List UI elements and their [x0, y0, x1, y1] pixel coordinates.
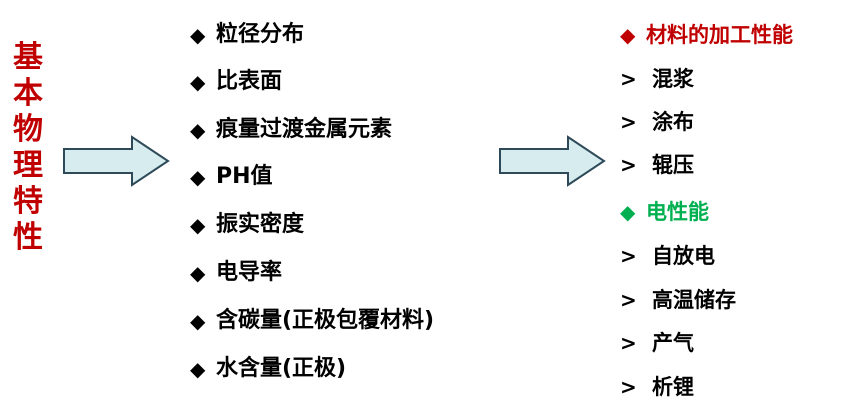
title-char: 理 — [13, 148, 43, 183]
title-char: 性 — [13, 220, 43, 255]
chevron-right-icon: > — [620, 288, 637, 312]
item-label: 产气 — [652, 331, 694, 355]
chevron-right-icon: > — [620, 375, 637, 399]
list-item: ◆ 比表面 — [190, 67, 282, 97]
title-char: 基 — [13, 40, 43, 75]
list-item: > 产气 — [620, 328, 694, 358]
diamond-icon: ◆ — [190, 213, 206, 237]
diamond-icon: ◆ — [190, 309, 206, 333]
diamond-icon: ◆ — [190, 70, 206, 94]
item-label: 自放电 — [652, 244, 715, 268]
list-item: ◆ PH值 — [190, 162, 273, 192]
property-label: 痕量过渡金属元素 — [216, 117, 393, 142]
chevron-right-icon: > — [620, 244, 637, 268]
diamond-icon: ◆ — [190, 118, 206, 142]
list-item: ◆ 含碳量(正极包覆材料) — [190, 306, 434, 336]
item-label: 混浆 — [652, 67, 694, 91]
chevron-right-icon: > — [620, 153, 637, 177]
list-item: ◆ 水含量(正极) — [190, 354, 346, 384]
diamond-icon: ◆ — [190, 23, 206, 47]
property-label: 水含量(正极) — [216, 356, 347, 381]
property-label: 振实密度 — [216, 212, 305, 237]
diamond-icon: ◆ — [190, 357, 206, 381]
diamond-icon: ◆ — [190, 261, 206, 285]
list-item: ◆ 粒径分布 — [190, 20, 304, 50]
property-label: 电导率 — [216, 260, 283, 285]
list-item: ◆ 电导率 — [190, 258, 282, 288]
list-item: > 析锂 — [620, 372, 694, 402]
vertical-title: 基 本 物 理 特 性 — [8, 40, 48, 256]
chevron-right-icon: > — [620, 331, 637, 355]
list-item: > 混浆 — [620, 64, 694, 94]
property-label: 粒径分布 — [216, 22, 305, 47]
item-label: 高温储存 — [652, 288, 736, 312]
block-arrow-right-icon — [499, 135, 606, 187]
list-item: > 涂布 — [620, 107, 694, 137]
property-label: PH值 — [216, 164, 273, 189]
item-label: 涂布 — [652, 110, 694, 134]
diamond-icon: ◆ — [190, 165, 206, 189]
list-item: ◆ 振实密度 — [190, 210, 304, 240]
category-label: 电性能 — [646, 200, 709, 224]
chevron-right-icon: > — [620, 67, 637, 91]
property-label: 比表面 — [216, 69, 283, 94]
diamond-icon: ◆ — [620, 200, 636, 224]
item-label: 辊压 — [652, 153, 694, 177]
category-electrical: ◆ 电性能 — [620, 197, 709, 227]
block-arrow-right-icon — [63, 135, 170, 187]
list-item: ◆ 痕量过渡金属元素 — [190, 115, 392, 145]
list-item: > 自放电 — [620, 241, 715, 271]
title-char: 本 — [13, 76, 43, 111]
chevron-right-icon: > — [620, 110, 637, 134]
title-char: 特 — [13, 184, 43, 219]
category-processing: ◆ 材料的加工性能 — [620, 20, 793, 50]
title-char: 物 — [13, 112, 43, 147]
category-label: 材料的加工性能 — [646, 23, 793, 47]
property-label: 含碳量(正极包覆材料) — [216, 308, 435, 333]
list-item: > 辊压 — [620, 150, 694, 180]
diamond-icon: ◆ — [620, 23, 636, 47]
list-item: > 高温储存 — [620, 285, 736, 315]
item-label: 析锂 — [652, 375, 694, 399]
